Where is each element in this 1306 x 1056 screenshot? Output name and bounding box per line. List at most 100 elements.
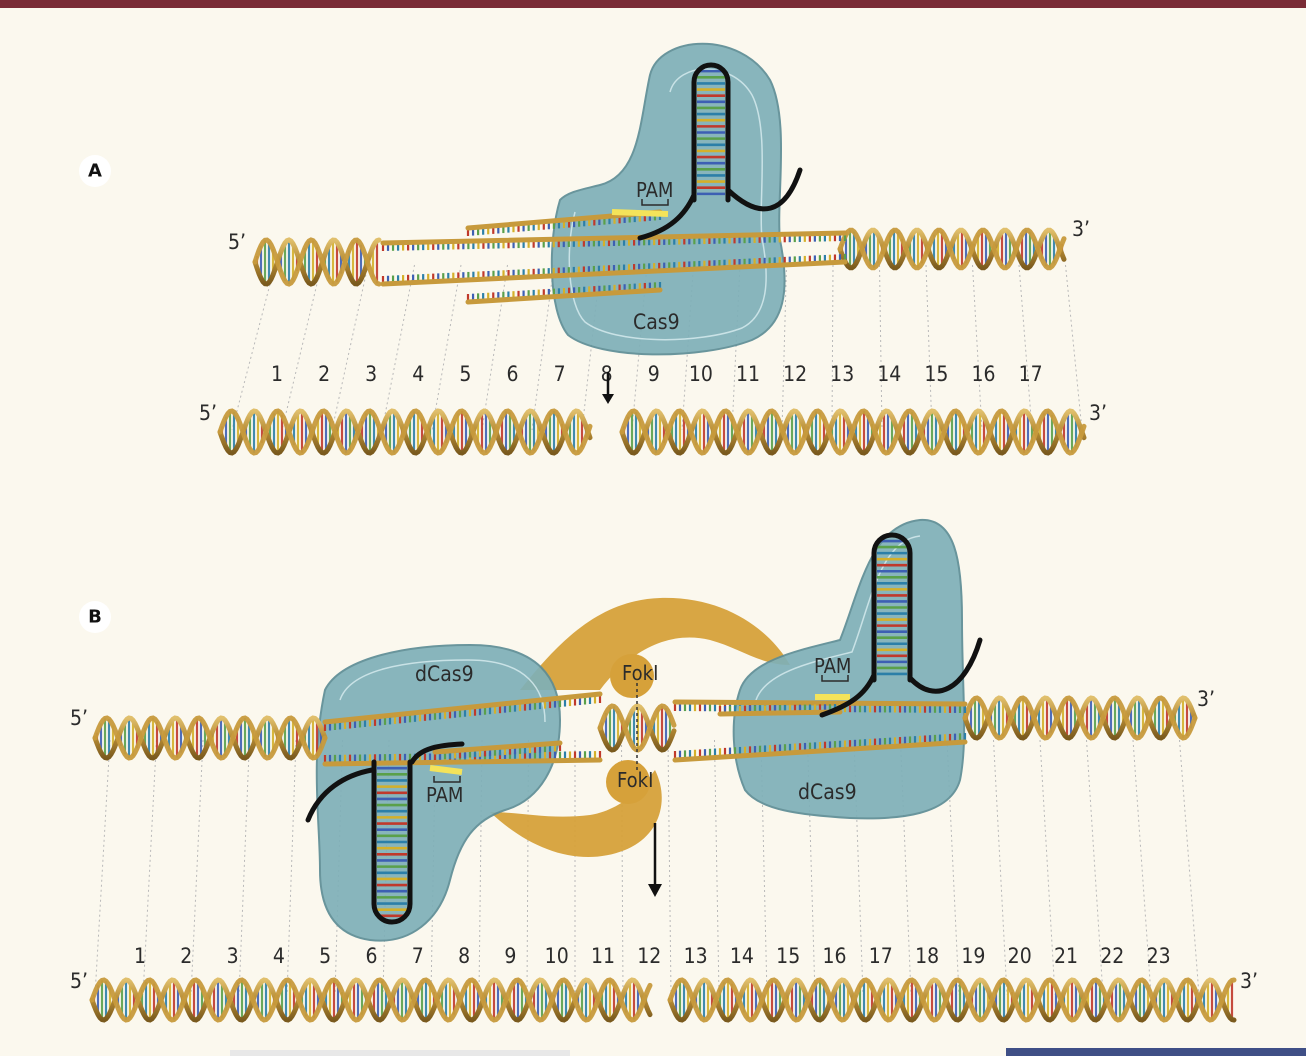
panel-a-number-11: 11 bbox=[736, 362, 760, 386]
panel-a-number-7: 7 bbox=[554, 362, 566, 386]
backbone-strand bbox=[667, 977, 1237, 1023]
cas9-protein-highlight bbox=[568, 68, 767, 341]
panel-b: B 5’ 3’ dCas9 dCas9 PAM PAM FokI FokI 5’… bbox=[70, 601, 1258, 993]
panel-b-number-22: 22 bbox=[1100, 944, 1124, 968]
panel-a-cas9-label: Cas9 bbox=[633, 310, 680, 334]
guide-line bbox=[238, 739, 250, 996]
panel-a-top-strand bbox=[380, 230, 848, 251]
panel-b-left-guide-spacer bbox=[409, 741, 465, 765]
backbone-strand bbox=[322, 691, 603, 725]
panel-b-3-end: 3’ bbox=[1197, 687, 1215, 711]
panel-b-number-2: 2 bbox=[180, 944, 192, 968]
panel-b-number-3: 3 bbox=[227, 944, 239, 968]
panel-a-cleavage-arrow bbox=[602, 372, 614, 404]
panel-b-number-8: 8 bbox=[458, 944, 470, 968]
panel-a-number-13: 13 bbox=[830, 362, 854, 386]
panel-a-letter: A bbox=[88, 161, 102, 182]
panel-b-number-1: 1 bbox=[134, 944, 146, 968]
panel-b-left-bottom-strand bbox=[322, 751, 603, 767]
panel-a-number-16: 16 bbox=[971, 362, 995, 386]
backbone-strand bbox=[380, 259, 848, 287]
panel-a-helix-left bbox=[252, 237, 382, 287]
guide-line bbox=[831, 264, 834, 431]
panel-a-5-end: 5’ bbox=[228, 230, 246, 254]
panel-b-number-15: 15 bbox=[776, 944, 800, 968]
guide-line bbox=[667, 739, 672, 996]
panel-a-number-3: 3 bbox=[365, 362, 377, 386]
backbone-strand bbox=[962, 695, 1198, 741]
panel-b-letter: B bbox=[88, 607, 102, 628]
backbone-strand bbox=[252, 237, 382, 287]
guide-line bbox=[94, 739, 111, 996]
panel-a-number-1: 1 bbox=[271, 362, 283, 386]
panel-a-helix-right bbox=[837, 227, 1067, 271]
panel-b-helix-right bbox=[962, 695, 1198, 741]
guide-line bbox=[879, 264, 883, 431]
panel-a-cut-helix-right bbox=[619, 408, 1087, 456]
guide-rna-hairpin bbox=[371, 759, 413, 925]
guide-rna-hairpin bbox=[871, 532, 913, 683]
panel-b-right-guide-tail bbox=[907, 637, 983, 694]
backbone-strand bbox=[217, 408, 593, 456]
panel-b-number-14: 14 bbox=[730, 944, 754, 968]
panel-a-guide-lines bbox=[231, 264, 1083, 431]
panel-a-pam-bracket bbox=[641, 199, 669, 206]
panel-a-guide-hairpin bbox=[691, 62, 731, 203]
backbone-strand bbox=[667, 977, 1237, 1023]
panel-b-number-19: 19 bbox=[961, 944, 985, 968]
panel-a-cleaved-3-end: 3’ bbox=[1089, 401, 1107, 425]
panel-a-target-bottom bbox=[465, 282, 663, 305]
guide-line bbox=[925, 264, 933, 431]
panel-b-number-23: 23 bbox=[1147, 944, 1171, 968]
panel-b-number-9: 9 bbox=[504, 944, 516, 968]
panel-a-number-9: 9 bbox=[648, 362, 660, 386]
backbone-strand bbox=[252, 237, 382, 287]
guide-line bbox=[1018, 264, 1033, 431]
panel-b-pam-right-bracket bbox=[821, 675, 849, 682]
guide-line bbox=[1179, 739, 1200, 996]
panel-b-badge bbox=[79, 601, 111, 633]
panel-b-number-18: 18 bbox=[915, 944, 939, 968]
panel-b-number-13: 13 bbox=[684, 944, 708, 968]
panel-b-number-11: 11 bbox=[591, 944, 615, 968]
panel-a-guide-spacer bbox=[637, 192, 697, 241]
foki-arc-top bbox=[520, 597, 790, 690]
panel-a-badge bbox=[79, 155, 111, 187]
panel-a-number-15: 15 bbox=[924, 362, 948, 386]
backbone-strand bbox=[597, 703, 677, 753]
guide-line bbox=[231, 264, 276, 431]
panel-b-dcas9-left-label: dCas9 bbox=[415, 662, 474, 686]
guide-line bbox=[431, 264, 462, 431]
panel-b-cleavage-arrow bbox=[648, 823, 662, 897]
guide-line bbox=[1065, 264, 1083, 431]
backbone-strand bbox=[465, 287, 663, 305]
dcas9-left-highlight bbox=[339, 659, 546, 723]
panel-b-number-4: 4 bbox=[273, 944, 285, 968]
panel-a-cut-helix-left bbox=[217, 408, 593, 456]
panel-b-cut-helix-right bbox=[667, 977, 1237, 1023]
panel-b-number-12: 12 bbox=[637, 944, 661, 968]
backbone-strand bbox=[837, 227, 1067, 271]
panel-b-number-20: 20 bbox=[1008, 944, 1032, 968]
panel-a-number-4: 4 bbox=[412, 362, 424, 386]
guide-line bbox=[714, 739, 720, 996]
backbone-strand bbox=[322, 757, 603, 767]
panel-b-number-7: 7 bbox=[412, 944, 424, 968]
backbone-strand bbox=[92, 715, 328, 761]
guide-line bbox=[286, 739, 297, 996]
panel-b-foki-bottom-label: FokI bbox=[617, 768, 653, 792]
panel-b-dcas9-right-label: dCas9 bbox=[798, 780, 857, 804]
top-border bbox=[0, 0, 1306, 8]
panel-a-number-8: 8 bbox=[601, 362, 613, 386]
panel-a-number-5: 5 bbox=[459, 362, 471, 386]
panel-a-pam-site bbox=[611, 209, 669, 217]
panel-b-foki-top-label: FokI bbox=[622, 661, 658, 685]
panel-b-number-5: 5 bbox=[319, 944, 331, 968]
panel-b-pam-right-label: PAM bbox=[814, 654, 851, 678]
backbone-strand bbox=[837, 227, 1067, 271]
guide-line bbox=[972, 264, 983, 431]
panel-b-left-guide-tail bbox=[305, 767, 375, 823]
panel-b-cleaved-3-end: 3’ bbox=[1240, 969, 1258, 993]
